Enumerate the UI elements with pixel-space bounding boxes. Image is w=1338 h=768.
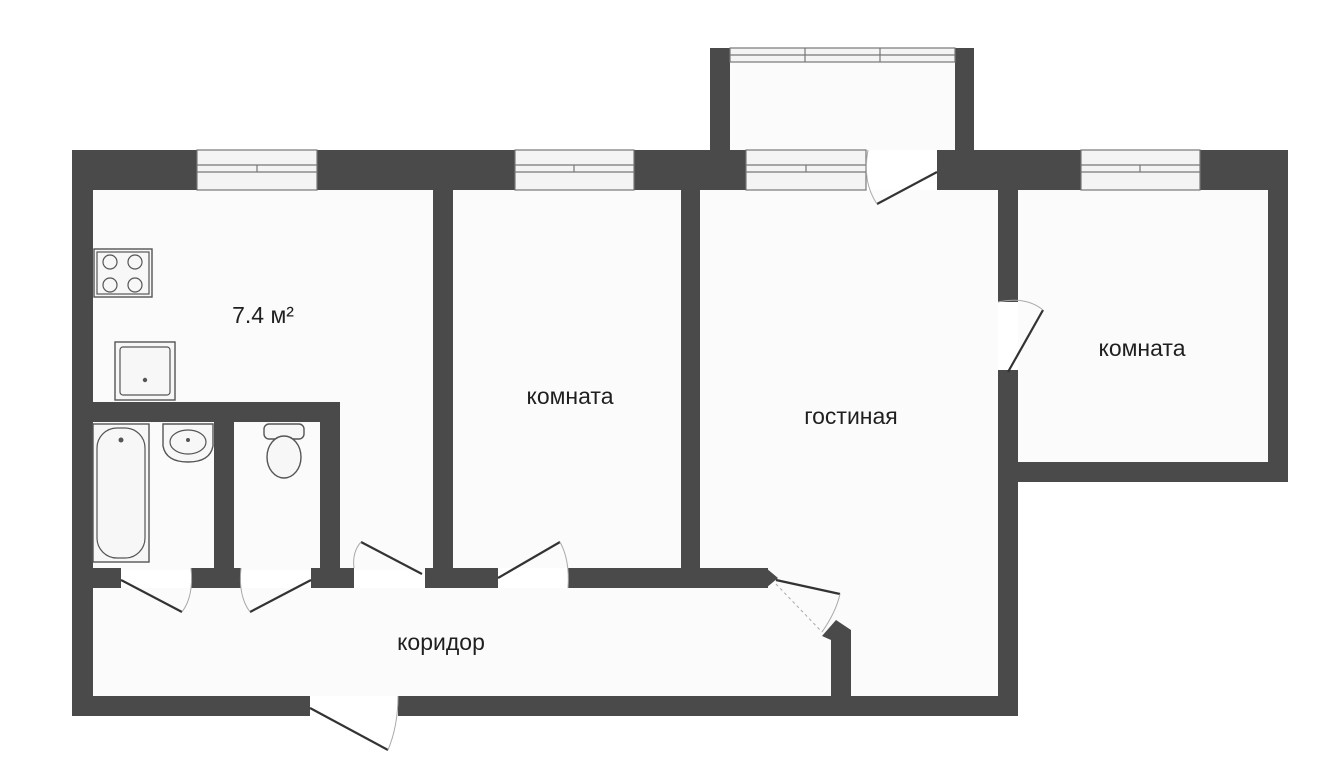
wall-left: [72, 150, 93, 716]
wall-top-a: [317, 150, 515, 190]
door-living-room: [775, 578, 841, 633]
wall-corr-a: [93, 568, 121, 588]
door-balcony: [865, 149, 938, 205]
wall-right-room-bottom: [1018, 462, 1288, 482]
window-balcony: [729, 47, 956, 63]
bathtub-icon: [92, 423, 150, 563]
window-kitchen: [196, 149, 318, 191]
door-middle-room: [497, 541, 569, 589]
doors: [120, 149, 1044, 751]
window-middle-room: [514, 149, 635, 191]
wall-corr-d: [425, 568, 498, 588]
door-right-room: [997, 299, 1044, 373]
wall-bath-right: [320, 402, 340, 588]
wall-corr-right: [822, 620, 851, 696]
door-bathroom: [120, 567, 193, 613]
wall-bottom-a: [72, 696, 310, 716]
walls: [72, 48, 1288, 716]
window-living-room: [745, 149, 867, 191]
right-room-floor: [1018, 190, 1268, 462]
wall-corr-c: [311, 568, 354, 588]
corridor-floor: [93, 588, 831, 696]
kitchen-sink-icon: [114, 341, 176, 401]
wall-top-b: [634, 150, 746, 190]
wall-corr-e: [568, 568, 768, 588]
wall-middle-living: [681, 190, 700, 588]
bathroom-sink-icon: [162, 423, 214, 463]
wall-right-living-top: [998, 150, 1018, 302]
balcony-left: [710, 48, 730, 150]
wall-corr-e-tip: [766, 568, 778, 588]
room-labels: 7.4 м² комната гостиная комната коридор: [232, 302, 1186, 655]
toilet-icon: [263, 423, 305, 479]
middle-room-floor: [453, 190, 681, 568]
windows: [196, 47, 1201, 191]
balcony-right: [955, 48, 974, 150]
wall-bath-divider: [214, 422, 234, 588]
stove-icon: [93, 248, 153, 298]
wall-right-living: [998, 370, 1018, 716]
door-toilet: [239, 567, 312, 613]
wall-right-room-right: [1268, 150, 1288, 482]
wall-bottom-b: [398, 696, 1018, 716]
floor-areas: [93, 62, 1268, 696]
door-kitchen: [353, 541, 423, 575]
wall-corr-b: [191, 568, 241, 588]
balcony-floor: [730, 62, 956, 150]
wall-bath-top: [93, 402, 340, 422]
kitchen-area-label: 7.4 м²: [232, 302, 294, 328]
middle-room-label: комната: [527, 383, 614, 409]
wall-kitchen-middle: [433, 190, 453, 588]
corridor-label: коридор: [397, 629, 485, 655]
living-room-label: гостиная: [804, 403, 898, 429]
door-entrance: [309, 695, 399, 751]
window-right-room: [1080, 149, 1201, 191]
right-room-label: комната: [1099, 335, 1186, 361]
